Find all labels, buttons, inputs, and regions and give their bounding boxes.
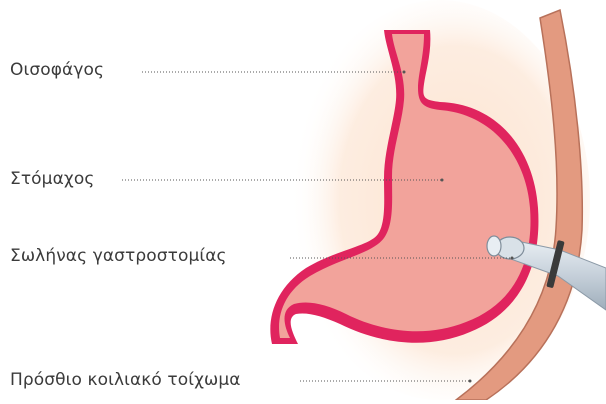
label-abdominal-wall: Πρόσθιο κοιλιακό τοίχωμα (10, 372, 241, 389)
label-oesophagus: Οισοφάγος (10, 62, 104, 79)
label-gastrostomy-tube: Σωλήνας γαστροστομίας (10, 248, 227, 265)
label-stomach: Στόμαχος (10, 171, 94, 188)
